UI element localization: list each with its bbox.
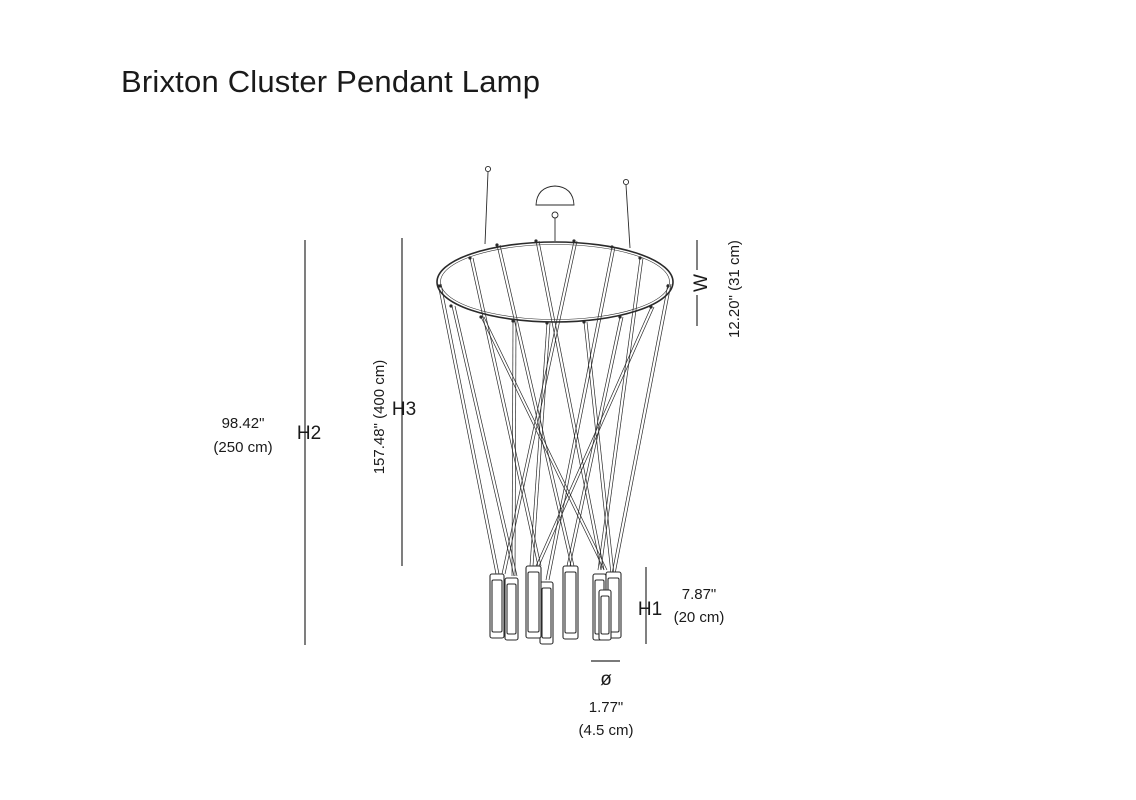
ceiling-canopy — [535, 185, 575, 206]
suspension-group — [484, 165, 631, 249]
h2-imperial-label: 98.42" — [222, 415, 265, 432]
pendant-light — [489, 573, 505, 639]
pendant-light — [562, 565, 579, 640]
h1-metric-label: (20 cm) — [674, 609, 725, 626]
right-anchor-point — [622, 178, 630, 186]
frame-ring — [436, 241, 674, 323]
w-label: W — [691, 274, 712, 292]
canopy-connector — [551, 211, 559, 219]
frame-ring-group — [436, 239, 674, 325]
lamp-illustration — [436, 165, 674, 645]
pendant-light — [598, 589, 612, 641]
left-anchor-point — [484, 165, 492, 173]
page-title: Brixton Cluster Pendant Lamp — [121, 64, 541, 99]
pendant-light — [504, 577, 519, 641]
h1-label: H1 — [638, 599, 662, 620]
w-value-label: 12.20" (31 cm) — [726, 240, 743, 338]
pendant-light — [539, 581, 554, 645]
diameter-symbol: ø — [600, 669, 612, 690]
h3-value-label: 157.48" (400 cm) — [371, 360, 388, 475]
h1-imperial-label: 7.87" — [682, 586, 717, 603]
right-suspension-cable — [625, 184, 631, 249]
frame-ring-inner — [440, 244, 670, 320]
h2-label: H2 — [297, 423, 321, 444]
diameter-metric-label: (4.5 cm) — [578, 722, 633, 739]
pendant-cables — [437, 240, 672, 581]
diameter-imperial-label: 1.77" — [589, 699, 624, 716]
h3-label: H3 — [392, 399, 416, 420]
pendant-light — [525, 565, 542, 639]
h2-metric-label: (250 cm) — [213, 439, 272, 456]
dimension-lines — [304, 238, 698, 662]
left-suspension-cable — [484, 171, 489, 245]
pendant-lights — [489, 565, 622, 645]
